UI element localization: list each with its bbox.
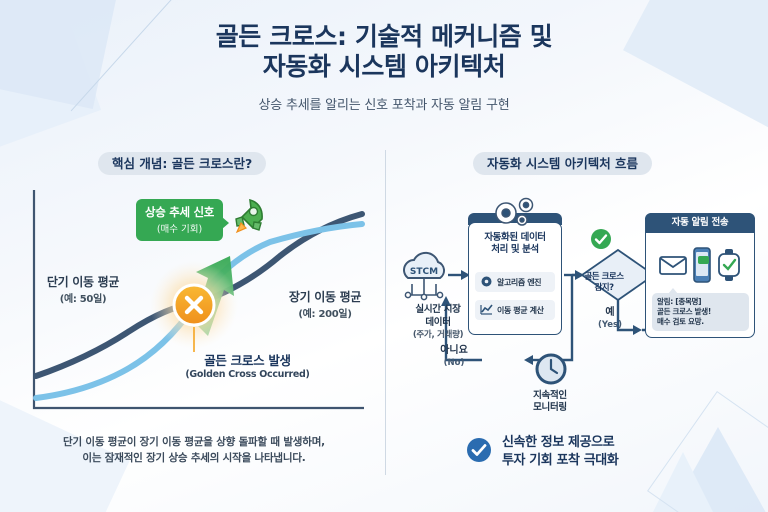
- decision-label-line1: 골든 크로스: [584, 272, 624, 282]
- cross-label-text: 골든 크로스 발생: [204, 353, 291, 368]
- no-branch-ko: 아니요: [440, 345, 468, 356]
- envelope-icon: [659, 254, 687, 280]
- process-title: 자동화된 데이터 처리 및 분석: [468, 232, 562, 256]
- gears-icon: [482, 196, 548, 226]
- long-ma-label: 장기 이동 평균 (예: 200일): [270, 288, 380, 320]
- section-chip-concept: 핵심 개념: 골든 크로스란?: [98, 152, 267, 175]
- chart-caption: 단기 이동 평균이 장기 이동 평균을 상향 돌파할 때 발생하며, 이는 잠재…: [16, 434, 372, 466]
- long-ma-sub-text: (예: 200일): [298, 309, 352, 320]
- monitoring-label-line1: 지속적인: [533, 390, 567, 401]
- page-header: 골든 크로스: 기술적 메커니즘 및 자동화 시스템 아키텍처 상승 추세를 알…: [0, 22, 768, 113]
- chart-caption-line2: 이는 잠재적인 장기 상승 추세의 시작을 나타냅니다.: [82, 452, 306, 464]
- signal-label-text: 상승 추세 신호: [145, 205, 215, 219]
- check-circle-icon: [590, 228, 612, 250]
- alert-message-line3: 매수 검토 요망.: [657, 317, 704, 326]
- signal-sub-text: (매수 기회): [156, 224, 203, 235]
- decision-label: 골든 크로스 감지?: [568, 272, 640, 293]
- short-ma-sub-text: (예: 50일): [59, 294, 107, 305]
- cross-x-icon: [184, 295, 204, 315]
- arrow-feedback-loop: [444, 302, 482, 362]
- alert-bubble-tail: [668, 288, 678, 294]
- conclusion-line2: 투자 기회 포착 극대화: [502, 453, 619, 468]
- smartphone-icon: [690, 246, 714, 288]
- signal-badge-tail: [222, 217, 230, 229]
- yes-branch-en: (Yes): [598, 320, 622, 330]
- smartwatch-icon: [717, 248, 741, 286]
- source-label: 실시간 시장 데이터 (주가, 거래량): [386, 304, 490, 342]
- alert-message-line1: 알림: [종목명]: [657, 297, 702, 306]
- chart-line-icon: [480, 301, 493, 320]
- section-chip-architecture: 자동화 시스템 아키텍처 흐름: [473, 152, 653, 175]
- cross-sub-text: (Golden Cross Occurred): [185, 369, 310, 380]
- process-row-moving-average: 이동 평균 계산: [475, 300, 555, 320]
- short-ma-label-text: 단기 이동 평균: [46, 275, 120, 289]
- gear-icon: [480, 273, 493, 292]
- alert-message-bubble: 알림: [종목명] 골든 크로스 발생! 매수 검토 요망.: [652, 288, 749, 331]
- clock-icon: [534, 352, 568, 386]
- conclusion-check-icon: [466, 437, 492, 467]
- process-row-algorithm-label: 알고리즘 엔진: [497, 277, 542, 287]
- process-row-algorithm: 알고리즘 엔진: [475, 272, 555, 292]
- conclusion-text: 신속한 정보 제공으로 투자 기회 포착 극대화: [502, 434, 619, 470]
- cloud-data-icon: STCM: [394, 250, 454, 302]
- page-subtitle: 상승 추세를 알리는 신호 포착과 자동 알림 구현: [258, 98, 510, 113]
- chart-caption-line1: 단기 이동 평균이 장기 이동 평균을 상향 돌파할 때 발생하며,: [63, 436, 325, 448]
- cloud-text: STCM: [410, 267, 438, 277]
- page-title-line2: 자동화 시스템 아키텍처: [262, 52, 506, 81]
- golden-cross-chart: [18, 186, 370, 418]
- yes-branch-label: 예 (Yes): [588, 307, 632, 331]
- process-title-line1: 자동화된 데이터: [484, 232, 546, 243]
- alert-box-header: 자동 알림 전송: [645, 213, 755, 233]
- yes-branch-ko: 예: [605, 307, 615, 318]
- cross-point-label: 골든 크로스 발생 (Golden Cross Occurred): [150, 350, 345, 380]
- decision-label-line2: 감지?: [594, 282, 614, 293]
- short-ma-label: 단기 이동 평균 (예: 50일): [24, 273, 142, 305]
- source-label-line2: 데이터: [425, 316, 451, 328]
- page-title-line1: 골든 크로스: 기술적 메커니즘 및: [215, 22, 553, 51]
- no-branch-en: (No): [443, 358, 465, 368]
- section-divider: [385, 150, 386, 475]
- arrow-yes-branch: [616, 300, 634, 332]
- monitoring-label: 지속적인 모니터링: [505, 390, 595, 414]
- conclusion-line1: 신속한 정보 제공으로: [502, 435, 615, 450]
- rocket-icon: [228, 196, 268, 236]
- uptrend-signal-badge: 상승 추세 신호 (매수 기회): [136, 199, 230, 241]
- conclusion-banner: 신속한 정보 제공으로 투자 기회 포착 극대화: [466, 434, 726, 470]
- process-row-moving-average-label: 이동 평균 계산: [497, 305, 544, 315]
- no-branch-label: 아니요 (No): [432, 345, 476, 369]
- process-title-line2: 처리 및 분석: [491, 244, 539, 255]
- long-ma-label-text: 장기 이동 평균: [288, 290, 362, 304]
- monitoring-label-line2: 모니터링: [533, 402, 567, 413]
- chart-axes: [32, 190, 364, 410]
- alert-device-icons: [653, 245, 747, 289]
- source-label-line1: 실시간 시장: [415, 304, 461, 315]
- source-label-sub: (주가, 거래량): [412, 330, 464, 340]
- alert-message-line2: 골든 크로스 발생!: [657, 307, 711, 316]
